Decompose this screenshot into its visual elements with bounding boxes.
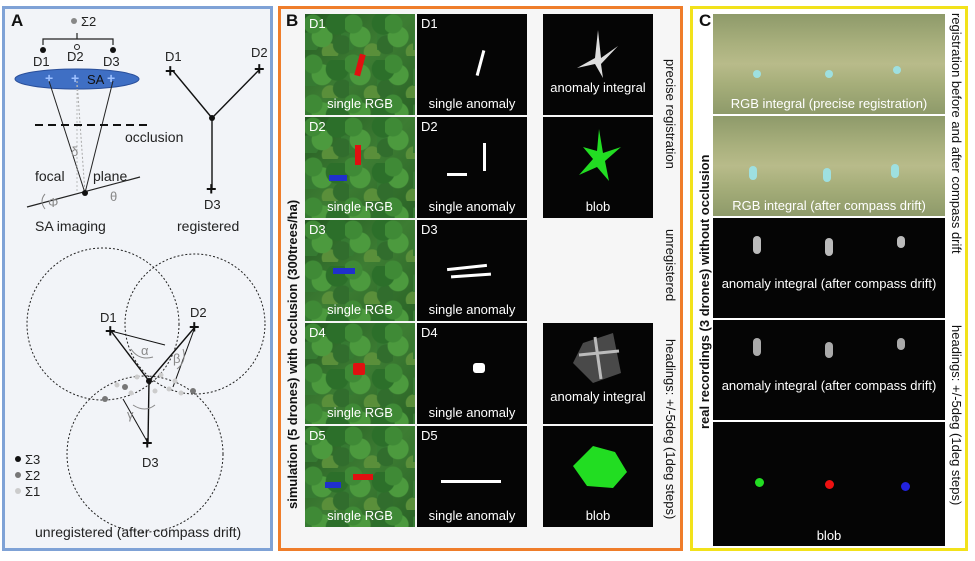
a-drone-d2: D2 (67, 49, 84, 64)
c-caption-5: blob (816, 528, 842, 543)
b-row5-anomaly-drone: D5 (421, 428, 438, 443)
b-side-unregistered: unregistered (663, 229, 678, 302)
b-row3-rgb-caption: single RGB (327, 302, 393, 317)
b-row2-anomaly-caption: single anomaly (428, 199, 516, 214)
b-row5-rgb-caption: single RGB (327, 508, 393, 523)
b-row4-rgb-caption: single RGB (327, 405, 393, 420)
b-side-headings: headings: +/-5deg (1deg steps) (663, 339, 678, 520)
b-row3-drone: D3 (309, 222, 326, 237)
b-row1-rgb: D1 single RGB (305, 14, 415, 115)
b-row2-anomaly: D2 single anomaly (417, 117, 527, 218)
svg-text:+: + (189, 317, 200, 337)
panel-b-vertical-label: simulation (5 drones) with occlusion (30… (285, 199, 300, 509)
svg-text:+: + (45, 70, 53, 86)
svg-text:+: + (71, 70, 79, 86)
focal-label: focal (35, 168, 65, 184)
beta-label: β (173, 351, 180, 366)
b-row1-anomaly-caption: single anomaly (428, 96, 516, 111)
b-row2-drone: D2 (309, 119, 326, 134)
b-row5-anomaly: D5 single anomaly (417, 426, 527, 527)
b-row2-rgb-caption: single RGB (327, 199, 393, 214)
b-row1-drone: D1 (309, 16, 326, 31)
c-anomaly-integral-2: anomaly integral (after compass drift) (713, 320, 945, 420)
unregistered-caption: unregistered (after compass drift) (35, 524, 241, 540)
unreg-d1-label: D1 (100, 310, 117, 325)
registered-label: registered (177, 218, 239, 234)
alpha-label: α (141, 343, 149, 358)
b-row5-blob-caption: blob (585, 508, 611, 523)
panel-a-diagram: Σ2 D1 D2 D3 + + + SA occlusion δ focal p… (14, 14, 268, 540)
b-row4-anomaly-drone: D4 (421, 325, 438, 340)
b-row4-anomaly-caption: single anomaly (428, 405, 516, 420)
c-caption-2: RGB integral (after compass drift) (732, 198, 926, 213)
panel-b-label: B (286, 11, 299, 30)
panel-b: B simulation (5 drones) with occlusion (… (278, 6, 683, 551)
b-row2-blob: blob (543, 117, 653, 218)
plane-label: plane (93, 168, 127, 184)
c-caption-3: anomaly integral (after compass drift) (721, 276, 937, 291)
b-row3-rgb: D3 single RGB (305, 220, 415, 321)
b-row1-rgb-caption: single RGB (327, 96, 393, 111)
delta-label: δ (71, 144, 78, 159)
b-row4-anomaly: D4 single anomaly (417, 323, 527, 424)
svg-text:+: + (206, 179, 217, 199)
sigma2-dot (71, 18, 77, 24)
legend-sigma3: Σ3 (25, 452, 40, 467)
unreg-d3-label: D3 (142, 455, 159, 470)
svg-text:+: + (142, 433, 153, 453)
svg-text:+: + (165, 61, 176, 81)
b-row5-anomaly-caption: single anomaly (428, 508, 516, 523)
phi-label: Φ (48, 195, 58, 210)
b-row1-integral: anomaly integral (543, 14, 653, 115)
b-row1-anomaly: D1 single anomaly (417, 14, 527, 115)
b-row5-drone: D5 (309, 428, 326, 443)
reg-d2-label: D2 (251, 45, 268, 60)
legend-sigma2: Σ2 (25, 468, 40, 483)
b-row4-rgb: D4 single RGB (305, 323, 415, 424)
reg-d3-label: D3 (204, 197, 221, 212)
b-row3-anomaly: D3 single anomaly (417, 220, 527, 321)
c-rgb-integral-precise: RGB integral (precise registration) (713, 14, 945, 114)
b-row1-integral-caption: anomaly integral (550, 80, 646, 95)
b-side-precise: precise registration (663, 59, 678, 169)
b-row3-anomaly-drone: D3 (421, 222, 438, 237)
c-caption-1: RGB integral (precise registration) (730, 96, 928, 111)
theta-label: θ (110, 189, 117, 204)
svg-text:+: + (107, 70, 115, 86)
panel-c-label: C (699, 11, 712, 30)
reg-d1-label: D1 (165, 49, 182, 64)
b-row3-anomaly-caption: single anomaly (428, 302, 516, 317)
b-row2-blob-caption: blob (585, 199, 611, 214)
c-side-headings: headings: +/-5deg (1deg steps) (949, 325, 964, 506)
svg-text:+: + (254, 59, 265, 79)
b-row5-rgb: D5 single RGB (305, 426, 415, 527)
a-drone-d3: D3 (103, 54, 120, 69)
sa-imaging-label: SA imaging (35, 218, 106, 234)
panel-c: C real recordings (3 drones) without occ… (690, 6, 968, 551)
b-row4-drone: D4 (309, 325, 326, 340)
svg-text:+: + (105, 321, 116, 341)
b-row4-integral: anomaly integral (543, 323, 653, 424)
b-row2-anomaly-drone: D2 (421, 119, 438, 134)
panel-c-vertical-label: real recordings (3 drones) without occlu… (697, 154, 712, 430)
sigma-top-label: Σ2 (81, 14, 96, 29)
c-blob: blob (713, 422, 945, 546)
b-row2-rgb: D2 single RGB (305, 117, 415, 218)
occlusion-label: occlusion (125, 129, 183, 145)
sa-label: SA (87, 72, 105, 87)
a-drone-d1: D1 (33, 54, 50, 69)
c-rgb-integral-drift: RGB integral (after compass drift) (713, 116, 945, 216)
b-row1-anomaly-drone: D1 (421, 16, 438, 31)
legend-sigma1: Σ1 (25, 484, 40, 499)
c-side-registration: registration before and after compass dr… (949, 13, 964, 254)
b-row4-integral-caption: anomaly integral (550, 389, 646, 404)
unreg-d2-label: D2 (190, 305, 207, 320)
gamma-label: γ (127, 407, 134, 422)
panel-a: A Σ2 D1 D2 D3 + + + SA occlusion δ focal… (2, 6, 273, 551)
b-row5-blob: blob (543, 426, 653, 527)
c-caption-4: anomaly integral (after compass drift) (721, 378, 937, 393)
c-anomaly-integral-1: anomaly integral (after compass drift) (713, 218, 945, 318)
panel-a-label: A (11, 11, 24, 30)
